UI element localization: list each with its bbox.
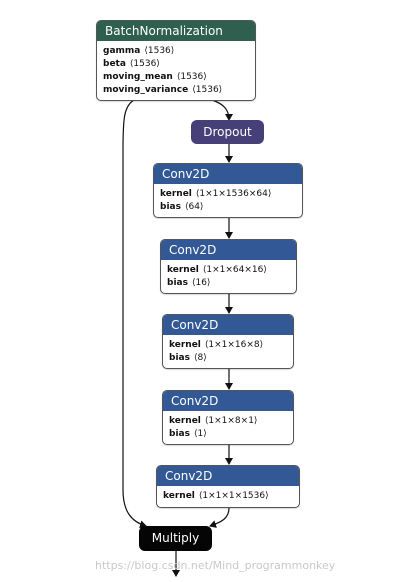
param-row-gamma: gamma⟨1536⟩ [103, 45, 249, 58]
param-key: kernel [160, 189, 192, 199]
param-shape: ⟨8⟩ [193, 353, 207, 363]
node-conv2d-2[interactable]: Conv2D kernel⟨1×1×64×16⟩ bias⟨16⟩ [160, 239, 297, 294]
param-shape: ⟨1536⟩ [129, 59, 160, 69]
node-title: BatchNormalization [97, 21, 255, 41]
param-shape: ⟨1×1×16×8⟩ [204, 340, 264, 350]
param-key: beta [103, 59, 126, 69]
node-batchnormalization[interactable]: BatchNormalization gamma⟨1536⟩ beta⟨1536… [96, 20, 256, 101]
node-title: Conv2D [161, 240, 296, 260]
param-row-kernel: kernel⟨1×1×1536×64⟩ [160, 188, 296, 201]
node-title: Conv2D [163, 391, 293, 411]
param-row-kernel: kernel⟨1×1×64×16⟩ [167, 264, 290, 277]
node-title: Conv2D [154, 164, 302, 184]
edge-conv5-to-multiply [209, 507, 230, 528]
param-key: kernel [169, 416, 201, 426]
param-row-kernel: kernel⟨1×1×16×8⟩ [169, 339, 287, 352]
edge-batchnorm-to-dropout [211, 99, 233, 121]
param-shape: ⟨1⟩ [193, 429, 207, 439]
param-shape: ⟨1×1×1×1536⟩ [198, 491, 269, 501]
param-row-bias: bias⟨8⟩ [169, 352, 287, 365]
param-row-bias: bias⟨1⟩ [169, 428, 287, 441]
node-title: Dropout [203, 125, 252, 139]
node-dropout[interactable]: Dropout [191, 120, 264, 144]
param-key: bias [169, 429, 190, 439]
param-key: moving_mean [103, 72, 173, 82]
param-row-beta: beta⟨1536⟩ [103, 58, 249, 71]
param-row-moving-mean: moving_mean⟨1536⟩ [103, 71, 249, 84]
param-key: moving_variance [103, 85, 189, 95]
param-key: kernel [167, 265, 199, 275]
watermark-text: https://blog.csdn.net/Mind_programmonkey [95, 559, 336, 572]
param-key: bias [160, 202, 181, 212]
edge-batchnorm-to-multiply [122, 99, 147, 529]
param-row-kernel: kernel⟨1×1×8×1⟩ [169, 415, 287, 428]
node-title: Conv2D [163, 315, 293, 335]
node-title: Conv2D [157, 466, 299, 486]
param-row-bias: bias⟨64⟩ [160, 201, 296, 214]
node-title: Multiply [151, 531, 200, 545]
param-key: kernel [163, 491, 195, 501]
param-row-bias: bias⟨16⟩ [167, 277, 290, 290]
param-shape: ⟨1536⟩ [192, 85, 223, 95]
param-row-moving-variance: moving_variance⟨1536⟩ [103, 84, 249, 97]
param-key: kernel [169, 340, 201, 350]
param-key: bias [169, 353, 190, 363]
node-conv2d-1[interactable]: Conv2D kernel⟨1×1×1536×64⟩ bias⟨64⟩ [153, 163, 303, 218]
param-row-kernel: kernel⟨1×1×1×1536⟩ [163, 490, 293, 503]
param-key: bias [167, 278, 188, 288]
param-shape: ⟨16⟩ [191, 278, 211, 288]
node-conv2d-3[interactable]: Conv2D kernel⟨1×1×16×8⟩ bias⟨8⟩ [162, 314, 294, 369]
param-key: gamma [103, 46, 141, 56]
param-shape: ⟨1536⟩ [144, 46, 175, 56]
param-shape: ⟨1×1×64×16⟩ [202, 265, 267, 275]
param-shape: ⟨64⟩ [184, 202, 204, 212]
param-shape: ⟨1536⟩ [176, 72, 207, 82]
param-shape: ⟨1×1×1536×64⟩ [195, 189, 272, 199]
node-conv2d-4[interactable]: Conv2D kernel⟨1×1×8×1⟩ bias⟨1⟩ [162, 390, 294, 445]
param-shape: ⟨1×1×8×1⟩ [204, 416, 258, 426]
node-multiply[interactable]: Multiply [139, 526, 212, 551]
node-conv2d-5[interactable]: Conv2D kernel⟨1×1×1×1536⟩ [156, 465, 300, 508]
